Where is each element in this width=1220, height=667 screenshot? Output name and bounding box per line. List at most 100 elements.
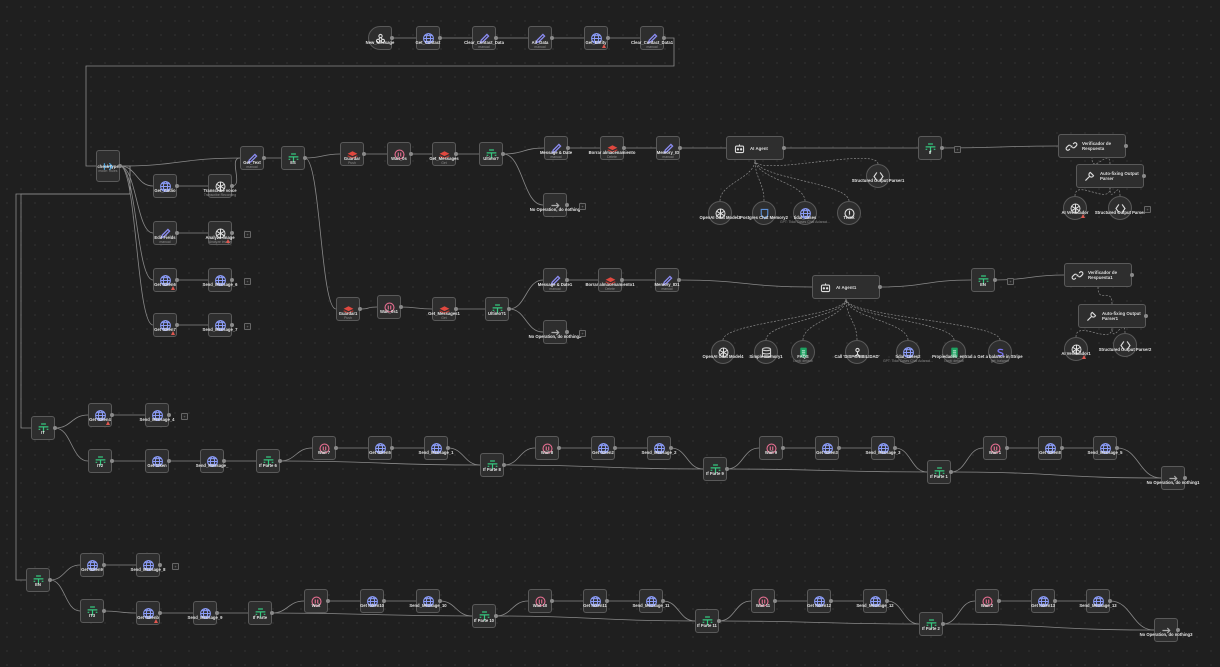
- output-port[interactable]: [941, 622, 945, 626]
- node-send-message-11[interactable]: Send_Message_11: [632, 589, 670, 613]
- node-send-message-12[interactable]: Send_Message_12: [856, 589, 894, 613]
- node-autofix[interactable]: Auto-fixing Output Parser: [1076, 164, 1146, 188]
- node-if-en2[interactable]: EN: [26, 568, 52, 592]
- output-port[interactable]: [167, 459, 171, 463]
- output-port[interactable]: [1130, 273, 1134, 277]
- node-ultimo1[interactable]: Ultimo?1: [485, 297, 511, 321]
- output-port[interactable]: [620, 278, 624, 282]
- output-port[interactable]: [454, 152, 458, 156]
- node-wait-8[interactable]: Wait 8: [535, 436, 561, 460]
- output-port[interactable]: [1183, 476, 1187, 480]
- output-port[interactable]: [399, 305, 403, 309]
- output-port[interactable]: [175, 231, 179, 235]
- output-port[interactable]: [677, 278, 681, 282]
- output-port[interactable]: [326, 599, 330, 603]
- output-port[interactable]: [940, 146, 944, 150]
- output-port[interactable]: [1060, 446, 1064, 450]
- output-port[interactable]: [661, 599, 665, 603]
- node-send-message-6[interactable]: Send_Message_6: [203, 268, 237, 292]
- node-if-parte8[interactable]: If Parte 8: [480, 453, 506, 477]
- node-no-op2[interactable]: No Operation, do nothing2: [529, 320, 581, 344]
- output-port[interactable]: [782, 146, 786, 150]
- output-port[interactable]: [438, 599, 442, 603]
- output-port[interactable]: [110, 459, 114, 463]
- node-wait-2[interactable]: Wait 2: [975, 589, 1001, 613]
- output-port[interactable]: [215, 611, 219, 615]
- node-get-token7[interactable]: Get token7: [153, 313, 179, 337]
- add-node-button[interactable]: +: [244, 231, 251, 238]
- node-wait-11[interactable]: Wait 11: [751, 589, 777, 613]
- node-if-2[interactable]: If: [918, 136, 944, 160]
- node-wait-0s1[interactable]: Wait_0s1: [377, 295, 403, 319]
- node-verificador[interactable]: Verificador de Respuesta: [1058, 134, 1128, 158]
- output-port[interactable]: [566, 146, 570, 150]
- node-wait-1[interactable]: Wait 1: [983, 436, 1009, 460]
- node-wait-0s[interactable]: Wait_0s: [387, 142, 413, 166]
- add-node-button[interactable]: +: [181, 413, 188, 420]
- add-node-button[interactable]: +: [579, 203, 586, 210]
- output-port[interactable]: [1142, 174, 1146, 178]
- output-port[interactable]: [390, 36, 394, 40]
- node-think[interactable]: Think: [837, 201, 861, 225]
- output-port[interactable]: [158, 611, 162, 615]
- node-send-message-10[interactable]: Send_Message_10: [409, 589, 447, 613]
- node-no-op1[interactable]: No Operation, do nothing1: [1147, 466, 1199, 490]
- output-port[interactable]: [175, 278, 179, 282]
- node-wait-9[interactable]: Wait 9: [759, 436, 785, 460]
- node-if-parte[interactable]: If Parte: [248, 601, 274, 625]
- output-port[interactable]: [1144, 314, 1148, 318]
- output-port[interactable]: [837, 446, 841, 450]
- node-openai-model3[interactable]: OpenAI Chat Model3: [700, 201, 740, 225]
- node-send-message-13[interactable]: Send_Message_13: [1079, 589, 1117, 613]
- node-ai-verificador1[interactable]: AI Verificador1: [1061, 337, 1091, 361]
- output-port[interactable]: [446, 446, 450, 450]
- output-port[interactable]: [438, 36, 442, 40]
- node-if-it2[interactable]: IT2: [88, 449, 114, 473]
- node-get-token9[interactable]: Get token9: [80, 553, 106, 577]
- add-node-button[interactable]: +: [244, 278, 251, 285]
- output-port[interactable]: [605, 599, 609, 603]
- output-port[interactable]: [717, 619, 721, 623]
- node-if-parte1[interactable]: If Parte 1: [927, 460, 953, 484]
- output-port[interactable]: [997, 599, 1001, 603]
- output-port[interactable]: [278, 459, 282, 463]
- node-get-token[interactable]: Get token: [145, 449, 171, 473]
- node-if-it3[interactable]: IT3: [80, 599, 106, 623]
- node-simple-memory1[interactable]: Simple Memory1: [749, 340, 783, 364]
- add-node-button[interactable]: +: [579, 330, 586, 337]
- add-node-button[interactable]: +: [172, 563, 179, 570]
- node-wait[interactable]: Wait: [304, 589, 330, 613]
- node-get-token12[interactable]: Get token12: [807, 589, 833, 613]
- output-port[interactable]: [362, 152, 366, 156]
- output-port[interactable]: [565, 203, 569, 207]
- output-port[interactable]: [175, 323, 179, 327]
- node-if-parte6[interactable]: If Parte 6: [256, 449, 282, 473]
- output-port[interactable]: [390, 446, 394, 450]
- output-port[interactable]: [158, 563, 162, 567]
- output-port[interactable]: [334, 446, 338, 450]
- node-postgres-memory[interactable]: Postgres Chat Memory2: [740, 201, 788, 225]
- output-port[interactable]: [1124, 144, 1128, 148]
- output-port[interactable]: [669, 446, 673, 450]
- node-get-token2[interactable]: Get token2: [591, 436, 617, 460]
- node-send-message-1[interactable]: Send_Message_1: [419, 436, 453, 460]
- output-port[interactable]: [501, 152, 505, 156]
